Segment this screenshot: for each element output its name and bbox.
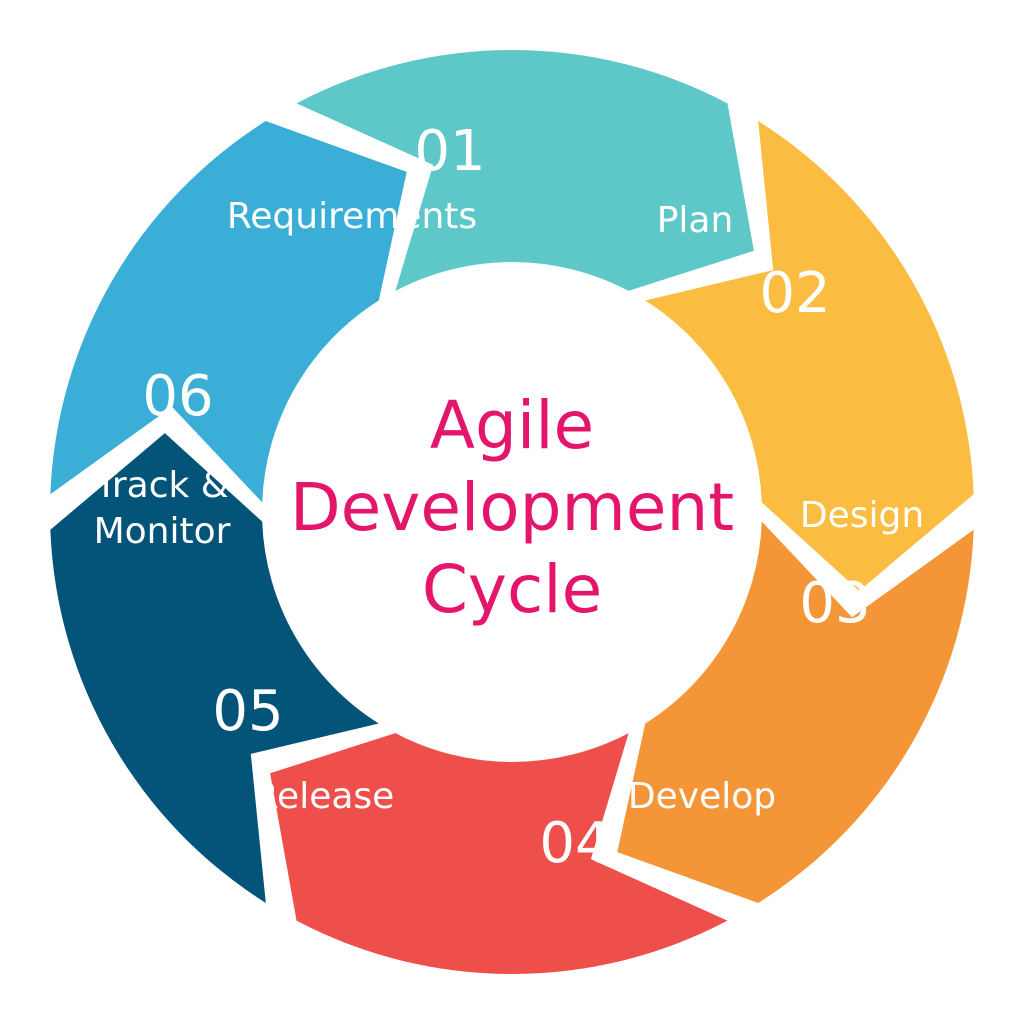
stage-label-line: Monitor bbox=[94, 511, 231, 552]
center-title-line-3: Cycle bbox=[422, 551, 602, 628]
stage-number-05: 05 bbox=[212, 679, 283, 744]
stage-number-02: 02 bbox=[759, 261, 830, 326]
segment-01 bbox=[296, 49, 754, 291]
segment-06 bbox=[50, 121, 407, 503]
center-title-line-2: Development bbox=[290, 469, 734, 546]
stage-number-01: 01 bbox=[414, 119, 485, 184]
stage-number-03: 03 bbox=[799, 571, 870, 636]
stage-label-01: Requirements bbox=[227, 196, 477, 237]
center-title-line-1: Agile bbox=[430, 387, 594, 464]
segment-03 bbox=[617, 521, 974, 903]
segment-04 bbox=[270, 733, 728, 975]
stage-label-02: Plan bbox=[657, 200, 734, 241]
cycle-segments bbox=[50, 49, 974, 975]
stage-label-06: Track & Monitor bbox=[94, 465, 231, 552]
stage-number-04: 04 bbox=[539, 811, 610, 876]
center-title-group: Agile Development Cycle bbox=[290, 387, 734, 628]
segment-05 bbox=[50, 433, 379, 903]
stage-label-line: Track & bbox=[94, 465, 229, 506]
stage-number-06: 06 bbox=[142, 364, 213, 429]
stage-label-03: Design bbox=[800, 495, 924, 536]
segment-02 bbox=[645, 121, 974, 591]
stage-label-04: Develop bbox=[628, 776, 776, 817]
stage-label-05: Release bbox=[254, 776, 395, 817]
